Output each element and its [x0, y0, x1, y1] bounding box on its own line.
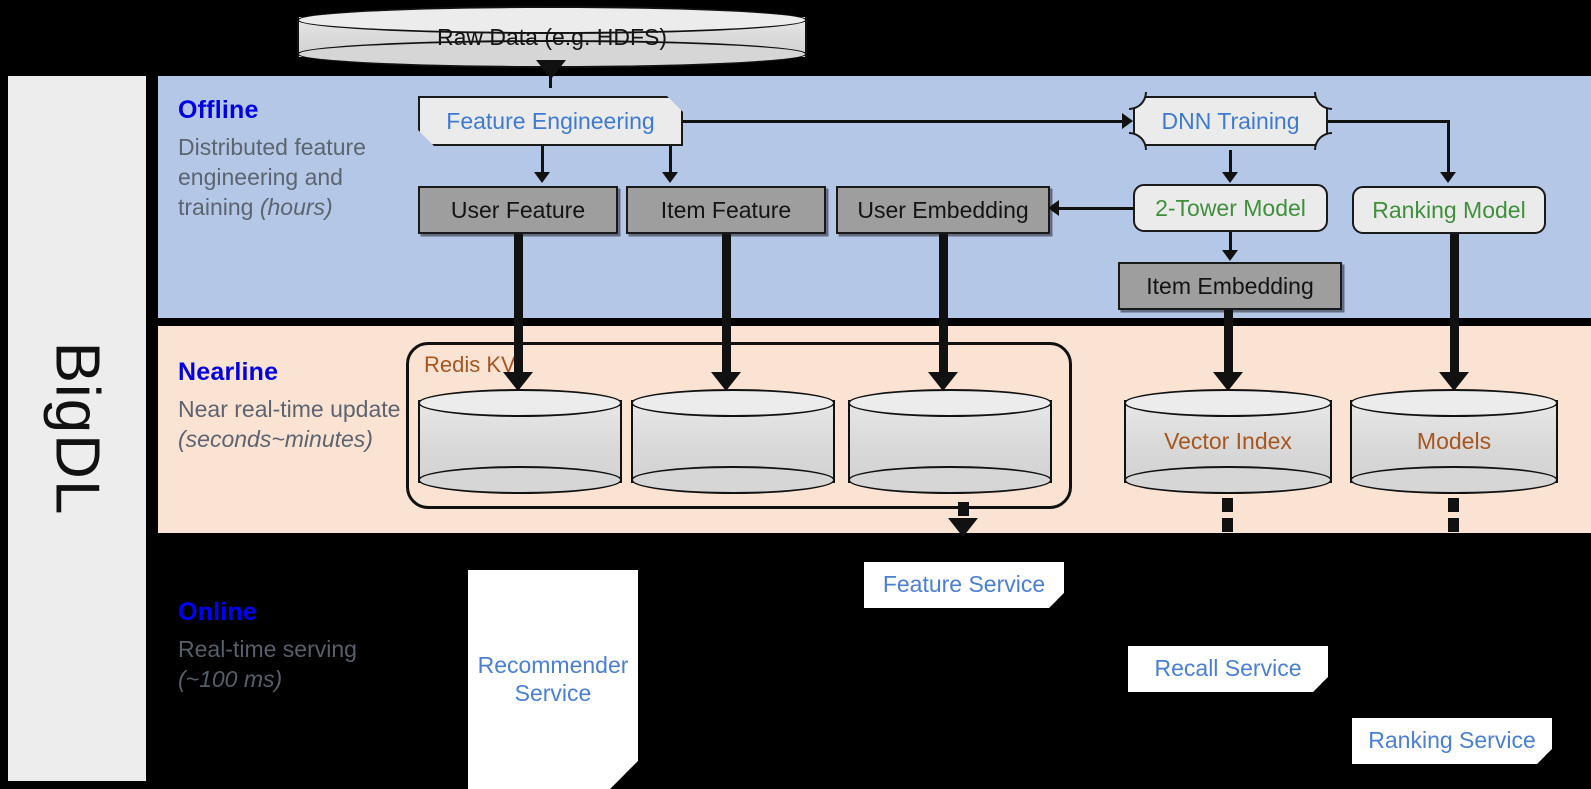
cylinder-top [297, 6, 807, 34]
connector-fe-itemfeature [669, 146, 672, 174]
raw-data-label: Raw Data (e.g. HDFS) [436, 23, 668, 50]
node-user-feature[interactable]: User Feature [418, 186, 618, 234]
item-feature-label: Item Feature [660, 196, 792, 223]
cylinder-vector-index[interactable]: Vector Index [1124, 389, 1332, 494]
two-tower-model-label: 2-Tower Model [1155, 194, 1306, 221]
node-ranking-model[interactable]: Ranking Model [1352, 186, 1546, 234]
arrowhead-fe-userfeature [534, 172, 550, 183]
offline-subtitle: Distributed feature engineering and trai… [178, 134, 366, 220]
node-feature-service[interactable]: Feature Service [864, 562, 1064, 608]
vector-index-label: Vector Index [1164, 428, 1292, 454]
dash-featureservice-1 [958, 502, 969, 516]
cylinder-bottom [631, 466, 835, 494]
arrowhead-fe-dnn [1122, 113, 1133, 129]
connector-dnn-ranking-v [1447, 120, 1450, 174]
arrowhead-rawdata-fe [536, 60, 566, 79]
online-subtitle: Real-time serving (~100 ms) [178, 636, 357, 692]
connector-twotower-userembedding [1058, 207, 1135, 210]
arrowhead-userembedding-store [928, 372, 958, 391]
cylinder-user-embedding-store[interactable] [848, 389, 1052, 494]
arrowhead-rankingmodel-models [1439, 372, 1469, 391]
feature-service-label: Feature Service [882, 571, 1046, 598]
cylinder-user-feature-store[interactable] [418, 389, 622, 494]
offline-band-label: Offline Distributed feature engineering … [178, 96, 388, 223]
cylinder-bottom [1124, 466, 1332, 494]
recall-service-label: Recall Service [1154, 655, 1302, 682]
online-title: Online [178, 598, 257, 626]
node-recall-service[interactable]: Recall Service [1128, 646, 1328, 692]
user-feature-label: User Feature [450, 196, 586, 223]
models-label: Models [1416, 428, 1492, 454]
arrowhead-fe-itemfeature [662, 172, 678, 183]
raw-data-cylinder: Raw Data (e.g. HDFS) [297, 6, 807, 68]
pipe-itemfeature-store [722, 234, 731, 382]
item-embedding-label: Item Embedding [1146, 272, 1314, 299]
node-ranking-service[interactable]: Ranking Service [1352, 718, 1552, 764]
offline-title: Offline [178, 96, 259, 124]
cylinder-bottom [1350, 466, 1558, 494]
node-item-embedding[interactable]: Item Embedding [1118, 262, 1342, 310]
pipe-itemembedding-vectorindex [1224, 310, 1233, 382]
recommender-service-label: Recommender Service [477, 651, 629, 706]
pipe-userembedding-store [939, 234, 948, 382]
connector-fe-dnn [683, 120, 1123, 123]
arrowhead-featureservice [948, 518, 978, 537]
node-recommender-service[interactable]: Recommender Service [468, 570, 638, 789]
node-user-embedding[interactable]: User Embedding [836, 186, 1050, 234]
redis-kv-label: Redis KV [424, 352, 516, 377]
arrowhead-dnn-ranking [1440, 172, 1456, 183]
user-embedding-store-label [848, 389, 1052, 494]
feature-engineering-label: Feature Engineering [446, 107, 655, 134]
arrowhead-twotower-itemembedding [1222, 250, 1238, 261]
dash-recallservice-1 [1222, 498, 1233, 512]
pipe-rankingmodel-models [1450, 234, 1459, 382]
arrowhead-twotower-userembedding [1048, 200, 1059, 216]
user-feature-store-label [418, 389, 622, 494]
nearline-subtitle: Near real-time update (seconds~minutes) [178, 396, 401, 452]
node-dnn-training[interactable]: DNN Training [1133, 96, 1328, 146]
item-feature-store-label [631, 389, 835, 494]
dnn-training-label: DNN Training [1161, 107, 1300, 134]
redis-kv-group [406, 342, 1072, 509]
dnn-corner-br [1314, 132, 1332, 150]
arrowhead-itemfeature-store [711, 372, 741, 391]
connector-fe-userfeature [541, 146, 544, 174]
connector-dnn-ranking-h [1328, 120, 1450, 123]
cylinder-models[interactable]: Models [1350, 389, 1558, 494]
dash-recallservice-2 [1222, 518, 1233, 532]
online-band-label: Online Real-time serving (~100 ms) [178, 598, 393, 695]
node-feature-engineering[interactable]: Feature Engineering [418, 96, 683, 146]
node-two-tower-model[interactable]: 2-Tower Model [1133, 184, 1328, 232]
node-item-feature[interactable]: Item Feature [626, 186, 826, 234]
arrowhead-userfeature-store [503, 372, 533, 391]
dash-rankingservice-1 [1448, 498, 1459, 512]
cylinder-bottom [418, 466, 622, 494]
connector-dnn-twotower [1229, 150, 1232, 174]
user-embedding-label: User Embedding [857, 196, 1029, 223]
pipe-userfeature-store [514, 234, 523, 382]
nearline-title: Nearline [178, 358, 279, 386]
ranking-model-label: Ranking Model [1372, 196, 1526, 223]
cylinder-item-feature-store[interactable] [631, 389, 835, 494]
ranking-service-label: Ranking Service [1368, 727, 1536, 754]
cylinder-bottom [848, 466, 1052, 494]
bigdl-label: BigDL [42, 341, 112, 516]
dash-rankingservice-2 [1448, 518, 1459, 532]
connector-twotower-itemembedding [1229, 232, 1232, 256]
arrowhead-dnn-twotower [1222, 172, 1238, 183]
arrowhead-itemembedding-vectorindex [1213, 372, 1243, 391]
nearline-band-label: Nearline Near real-time update (seconds~… [178, 358, 403, 455]
bigdl-framework-sidebar: BigDL [8, 76, 146, 781]
